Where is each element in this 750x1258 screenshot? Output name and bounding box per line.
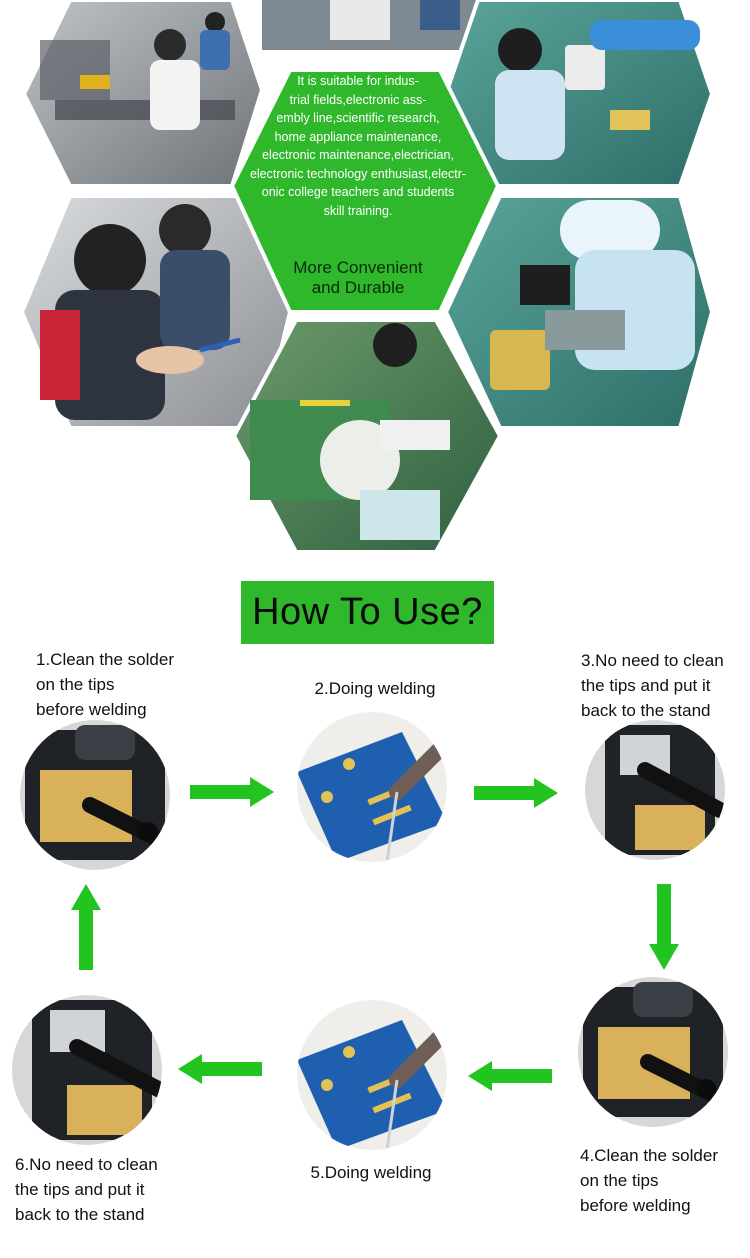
hex-green-info-panel: [229, 68, 501, 314]
hero-description-line: electronic technology enthusiast,electr-: [249, 166, 467, 181]
hero-description-line: onic college teachers and students: [261, 185, 455, 199]
arrow-left-icon: [468, 1061, 552, 1091]
step-4-line: before welding: [580, 1196, 691, 1215]
hex-photo-desk-teal: [443, 0, 715, 188]
step-1-image-sponge-stand: [20, 720, 170, 870]
step-3-line: 3.No need to clean: [581, 651, 724, 670]
step-6-line: back to the stand: [15, 1205, 145, 1224]
step-3-label: 3.No need to clean the tips and put it b…: [581, 648, 724, 723]
arrow-left-icon: [178, 1054, 262, 1084]
hero-slogan-line: and Durable: [311, 278, 405, 297]
hero-description-line: embly line,scientific research,: [276, 111, 440, 125]
step-2-image-pcb-welding: [297, 712, 447, 862]
hexagon-collage: It is suitable for indus- trial fields,e…: [0, 0, 750, 560]
step-1-line: on the tips: [36, 675, 115, 694]
hero-slogan: More Convenient and Durable: [236, 258, 480, 298]
hex-photo-students: [19, 194, 293, 430]
arrow-up-icon: [71, 884, 101, 970]
hero-description-line: electronic maintenance,electrician,: [262, 148, 454, 162]
hexagon-photos: [19, 0, 715, 554]
step-2-label: 2.Doing welding: [290, 676, 460, 701]
step-5-line: 5.Doing welding: [310, 1163, 432, 1182]
step-2-line: 2.Doing welding: [314, 679, 436, 698]
hero-description: It is suitable for indus- trial fields,e…: [236, 72, 480, 220]
hero-slogan-line: More Convenient: [293, 258, 423, 277]
hero-description-line: home appliance maintenance,: [274, 129, 442, 144]
step-1-line: before welding: [36, 700, 147, 719]
step-3-line: the tips and put it: [581, 676, 711, 695]
step-5-image-pcb-welding: [297, 1000, 447, 1150]
hero-description-line: trial fields,electronic ass-: [289, 92, 427, 107]
step-3-line: back to the stand: [581, 701, 711, 720]
arrow-right-icon: [190, 777, 274, 807]
step-3-image-stand-iron: [585, 720, 725, 860]
hex-photo-workers: [262, 0, 478, 50]
step-4-line: 4.Clean the solder: [580, 1146, 718, 1165]
step-6-line: 6.No need to clean: [15, 1155, 158, 1174]
step-4-line: on the tips: [580, 1171, 659, 1190]
hex-photo-cleanroom: [443, 194, 715, 430]
step-4-image-sponge-stand: [578, 977, 728, 1127]
step-1-label: 1.Clean the solder on the tips before we…: [36, 647, 174, 722]
arrow-down-icon: [649, 884, 679, 970]
step-5-label: 5.Doing welding: [286, 1160, 456, 1185]
hex-photo-green-pcb: [231, 318, 503, 554]
hex-photo-lab-room: [21, 0, 265, 188]
how-to-use-title: How To Use?: [241, 581, 494, 644]
step-6-label: 6.No need to clean the tips and put it b…: [15, 1152, 158, 1227]
hero-description-line: It is suitable for indus-: [297, 74, 419, 88]
step-4-label: 4.Clean the solder on the tips before we…: [580, 1143, 718, 1218]
step-6-image-stand-iron: [12, 995, 162, 1145]
hero-description-line: skill training.: [323, 203, 393, 218]
arrow-right-icon: [474, 778, 558, 808]
step-6-line: the tips and put it: [15, 1180, 145, 1199]
step-1-line: 1.Clean the solder: [36, 650, 174, 669]
